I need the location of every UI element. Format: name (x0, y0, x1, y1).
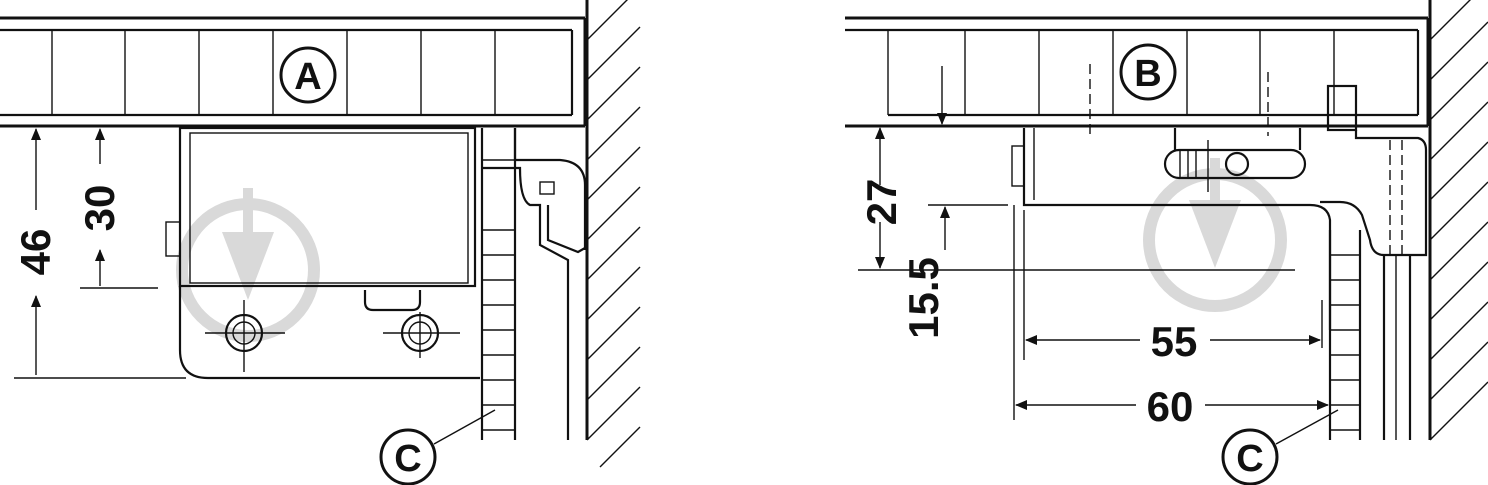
screw-left-2 (383, 312, 460, 358)
dimension-label-30: 30 (76, 185, 123, 232)
runner-housing-left (165, 126, 587, 440)
left-view: 46 30 A C (0, 0, 641, 485)
screw-left-1 (205, 300, 285, 372)
callout-b: B (1119, 43, 1177, 101)
watermark-left (176, 188, 320, 342)
dimension-label-60: 60 (1147, 383, 1194, 430)
right-view: 27 15.5 55 60 B C (845, 0, 1488, 485)
dimension-lines-left (14, 128, 186, 379)
dimension-label-55: 55 (1151, 318, 1198, 365)
runner-body-right (1011, 84, 1428, 330)
panel-left (0, 16, 587, 128)
dimension-label-27: 27 (858, 179, 905, 226)
callout-c-left: C (379, 409, 496, 485)
watermark-right (1143, 158, 1287, 312)
wall-hatch-right (1428, 0, 1488, 441)
panel-right (845, 16, 1430, 136)
callout-c-right-label: C (1236, 438, 1263, 480)
callout-a-label: A (294, 56, 321, 98)
dimension-lines-right (858, 66, 1329, 420)
side-rail-left (480, 128, 517, 440)
callout-c-right: C (1221, 409, 1339, 485)
callout-c-left-label: C (394, 438, 421, 480)
dimension-label-46: 46 (12, 229, 59, 276)
callout-a: A (279, 46, 337, 104)
callout-b-label: B (1134, 53, 1161, 95)
wall-hatch-left (585, 0, 641, 468)
side-rail-right (1328, 230, 1412, 440)
dimension-label-15-5: 15.5 (900, 257, 947, 339)
